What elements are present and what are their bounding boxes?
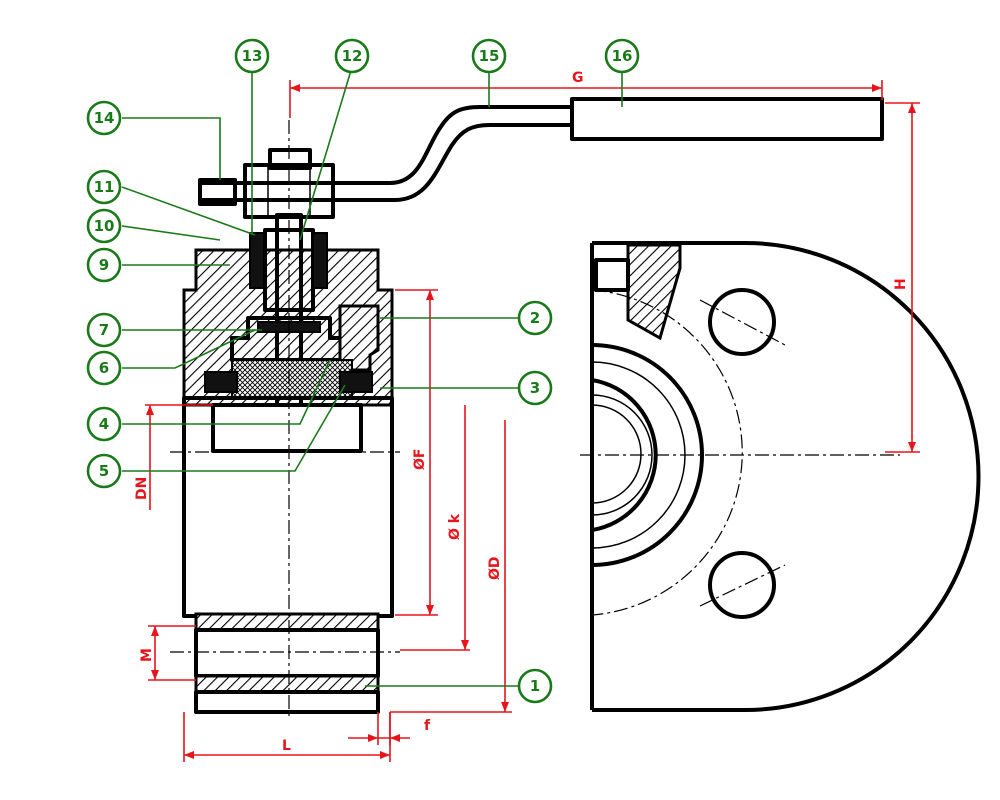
balloon-14: 14 (86, 100, 122, 136)
dim-G: G (572, 70, 584, 86)
stem-top (268, 148, 312, 170)
bore (211, 403, 363, 453)
svg-text:13: 13 (242, 47, 263, 65)
lever-grip (570, 97, 884, 141)
dim-D: ØD (487, 556, 503, 580)
svg-text:6: 6 (99, 359, 109, 377)
svg-text:14: 14 (94, 109, 115, 127)
svg-text:4: 4 (99, 415, 109, 433)
dim-H: H (893, 278, 909, 290)
gland (249, 232, 265, 289)
end-flange-base (194, 690, 380, 714)
svg-text:1: 1 (530, 677, 540, 695)
svg-text:12: 12 (342, 47, 363, 65)
leaders (121, 66, 623, 687)
flange-view (580, 241, 981, 712)
balloon-4: 4 (86, 406, 122, 442)
balloon-12: 12 (334, 38, 370, 74)
balloon-13: 13 (234, 38, 270, 74)
flange-outline (592, 241, 981, 712)
balloon-5: 5 (86, 453, 122, 489)
balloon-11: 11 (86, 169, 122, 205)
section-view (170, 97, 884, 720)
lever-handle-lower (200, 123, 572, 202)
svg-text:5: 5 (99, 462, 109, 480)
balloon-10: 10 (86, 208, 122, 244)
svg-text:16: 16 (612, 47, 633, 65)
part-balloons: 13 12 15 16 14 11 10 9 7 6 4 5 2 3 1 (86, 38, 640, 704)
svg-text:11: 11 (94, 178, 115, 196)
lever-end (198, 178, 237, 206)
end-flange-mid (194, 628, 380, 678)
svg-text:7: 7 (99, 321, 109, 339)
balloon-16: 16 (604, 38, 640, 74)
bolt-hole-upper (708, 288, 776, 356)
ball (231, 359, 353, 399)
seat-left (204, 371, 238, 393)
balloon-3: 3 (517, 370, 553, 406)
dimensions: G H ØF Ø k ØD DN M (134, 70, 920, 762)
bolt-hole-lower (708, 551, 776, 619)
balloon-9: 9 (86, 247, 122, 283)
end-flange-top (194, 612, 380, 632)
svg-text:15: 15 (479, 47, 500, 65)
dim-L: L (282, 738, 291, 754)
end-flange-bottom (194, 674, 380, 694)
svg-text:9: 9 (99, 256, 109, 274)
balloon-6: 6 (86, 350, 122, 386)
dim-f: f (424, 718, 431, 734)
dim-DN: DN (134, 477, 150, 500)
balloon-7: 7 (86, 312, 122, 348)
dim-M: M (139, 648, 155, 662)
balloon-2: 2 (517, 300, 553, 336)
seat-right (339, 371, 373, 393)
gland-right (312, 232, 328, 289)
svg-text:2: 2 (530, 309, 540, 327)
balloon-15: 15 (471, 38, 507, 74)
dim-F: ØF (412, 449, 428, 470)
svg-text:3: 3 (530, 379, 540, 397)
dim-k: Ø k (447, 513, 463, 540)
svg-text:10: 10 (94, 217, 115, 235)
balloon-1: 1 (517, 668, 553, 704)
flange-neck (626, 243, 682, 341)
lever-handle (200, 105, 572, 185)
